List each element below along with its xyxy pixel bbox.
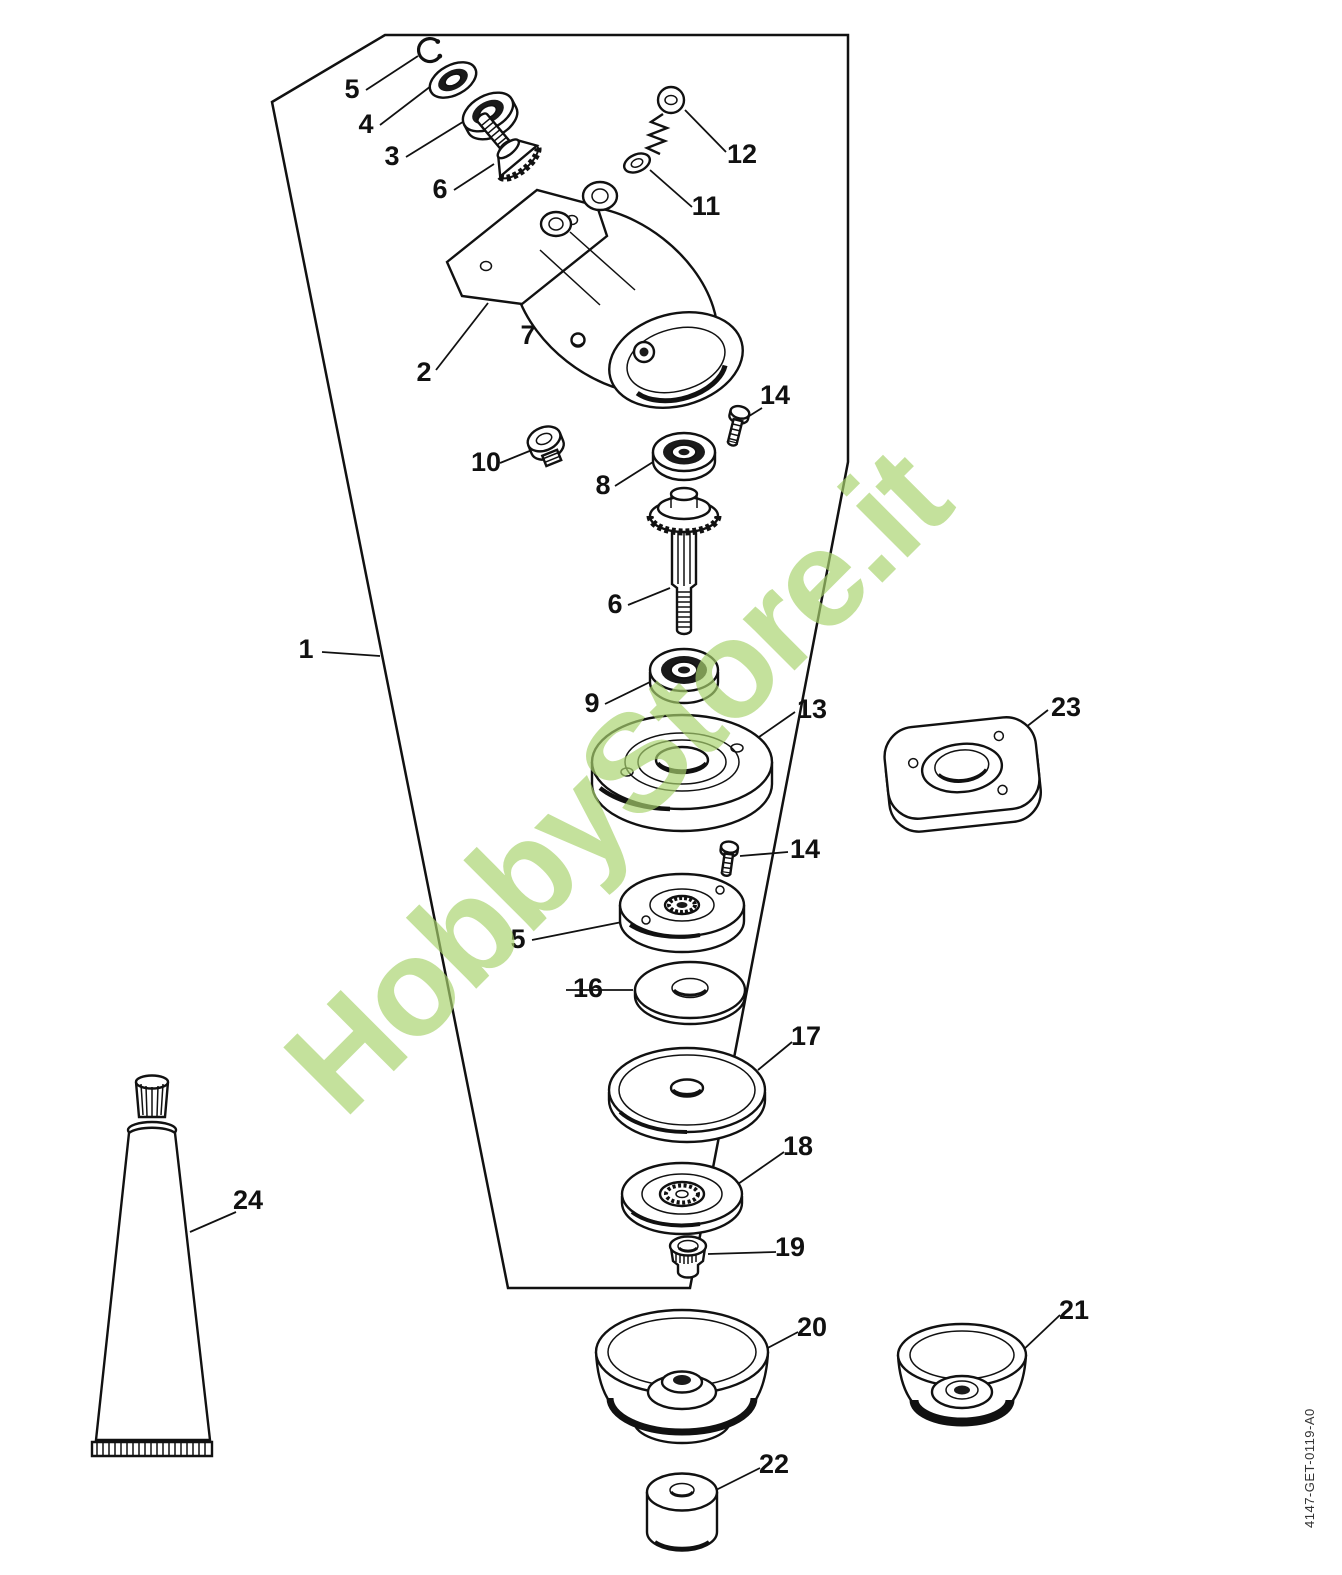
gear-head-housing: [445, 180, 744, 409]
part-label-16: 16: [573, 973, 603, 1003]
rider-plate: [618, 872, 746, 954]
part-label-6b: 6: [607, 589, 622, 619]
part-label-18: 18: [783, 1131, 813, 1161]
assembly-enclosure-outline: [270, 33, 850, 1290]
thrust-washer: [620, 1161, 744, 1236]
flat-washer: [633, 960, 747, 1026]
bevel-gear-shaft: [646, 486, 722, 636]
part-label-6a: 6: [432, 174, 447, 204]
collar-nut: [668, 1235, 708, 1279]
screw-with-spring: [643, 85, 686, 156]
watermark: HobbyStore.it: [256, 420, 978, 1142]
lock-washer: [622, 152, 652, 174]
clamp-plate: [883, 716, 1042, 833]
part-label-13: 13: [797, 694, 827, 724]
leader-lines: [189, 55, 1061, 1492]
running-plate-cup: [594, 1308, 770, 1445]
bevel-pinion-shaft: [476, 112, 542, 182]
document-code: 4147-GET-0119-A0: [1302, 1408, 1317, 1528]
plug-ball: [570, 332, 586, 348]
part-label-4: 4: [358, 109, 373, 139]
part-label-14b: 14: [790, 834, 820, 864]
part-label-9: 9: [584, 688, 599, 718]
part-labels: 5 4 3 6 12 11 7 2 14 10 8 6 9 13 23 14 5…: [233, 74, 1089, 1479]
part-label-17: 17: [791, 1021, 821, 1051]
part-label-2: 2: [416, 357, 431, 387]
part-label-5b: 5: [510, 924, 525, 954]
screw-mid: [719, 840, 740, 877]
part-label-12: 12: [727, 139, 757, 169]
support-cup: [896, 1322, 1028, 1427]
part-label-7: 7: [520, 320, 535, 350]
part-label-11: 11: [692, 191, 721, 221]
retaining-ring: [416, 36, 443, 64]
thrust-plate: [590, 713, 774, 833]
spacer-sleeve: [645, 1472, 719, 1552]
plug-screw: [526, 425, 565, 468]
ball-bearing-lower: [648, 647, 720, 705]
part-label-23: 23: [1051, 692, 1081, 722]
part-label-19: 19: [775, 1232, 805, 1262]
part-label-20: 20: [797, 1312, 827, 1342]
part-label-10: 10: [471, 447, 501, 477]
part-label-8: 8: [595, 470, 610, 500]
grease-tube: [90, 1074, 214, 1458]
part-label-22: 22: [759, 1449, 789, 1479]
part-label-14a: 14: [760, 380, 790, 410]
ball-bearing-small: [428, 61, 478, 99]
part-label-3: 3: [384, 141, 399, 171]
part-label-5a: 5: [344, 74, 359, 104]
part-label-1: 1: [298, 634, 313, 664]
screw-top: [726, 404, 751, 447]
pressure-disc: [607, 1046, 767, 1144]
part-label-21: 21: [1059, 1295, 1089, 1325]
ball-bearing-upper: [651, 431, 717, 482]
part-label-24: 24: [233, 1185, 263, 1215]
